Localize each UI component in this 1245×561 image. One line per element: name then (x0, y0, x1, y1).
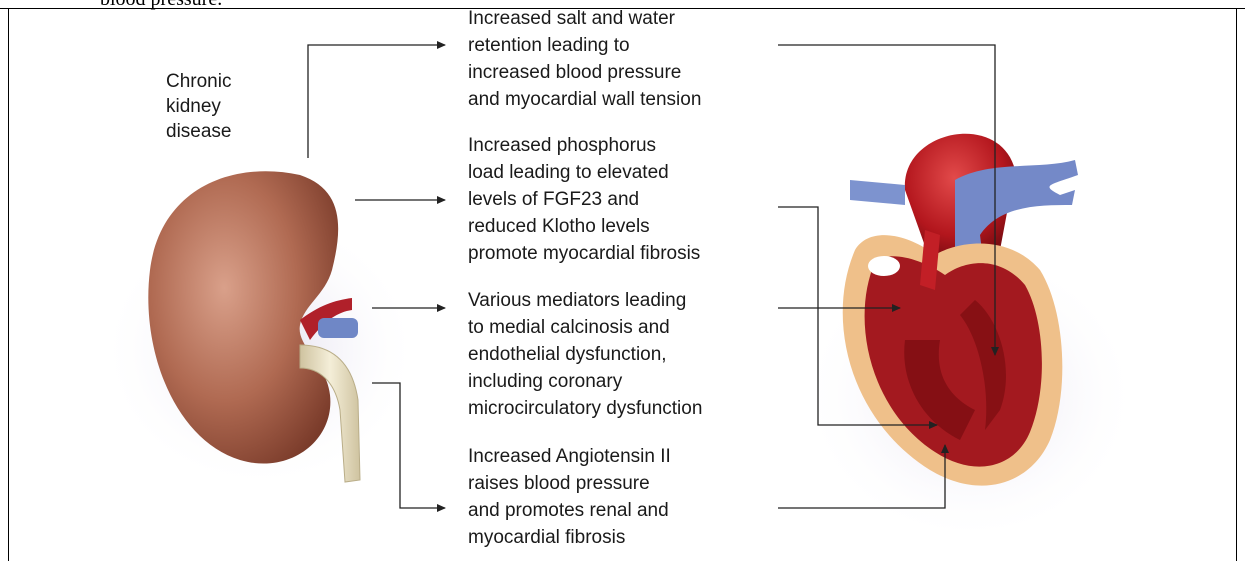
mechanism-text-line: increased blood pressure (468, 62, 681, 83)
mechanism-text-line: and myocardial wall tension (468, 89, 701, 110)
arrow-to-salt-water (308, 45, 445, 158)
mechanism-text-line: Increased salt and water (468, 8, 676, 29)
mechanism-text-line: levels of FGF23 and (468, 189, 639, 210)
mechanism-text-line: endothelial dysfunction, (468, 344, 667, 365)
mechanism-text-line: reduced Klotho levels (468, 216, 650, 237)
source-label-line: disease (166, 121, 232, 142)
mechanism-block-salt-water: Increased salt and water retention leadi… (468, 8, 701, 110)
source-label-line: Chronic (166, 71, 231, 92)
mechanism-text-line: to medial calcinosis and (468, 317, 670, 338)
mechanism-text-line: microcirculatory dysfunction (468, 398, 702, 419)
mechanism-text-line: Increased phosphorus (468, 135, 656, 156)
heart-icon (800, 134, 1140, 530)
mechanism-block-phosphorus: Increased phosphorus load leading to ele… (468, 135, 700, 264)
source-label-line: kidney (166, 96, 221, 117)
kidney-icon (100, 171, 420, 490)
mechanism-text-line: myocardial fibrosis (468, 527, 625, 548)
mechanism-text-line: retention leading to (468, 35, 630, 56)
mechanism-text-line: including coronary (468, 371, 623, 392)
mechanism-block-mediators: Various mediators leading to medial calc… (468, 290, 702, 419)
mechanism-text-line: and promotes renal and (468, 500, 669, 521)
mechanism-text-line: promote myocardial fibrosis (468, 243, 700, 264)
source-label: Chronic kidney disease (166, 71, 232, 142)
mechanism-text-line: raises blood pressure (468, 473, 650, 494)
mechanism-block-angiotensin: Increased Angiotensin II raises blood pr… (468, 446, 671, 548)
mechanism-text-line: Various mediators leading (468, 290, 686, 311)
mechanism-text-line: load leading to elevated (468, 162, 669, 183)
mechanism-text-line: Increased Angiotensin II (468, 446, 671, 467)
